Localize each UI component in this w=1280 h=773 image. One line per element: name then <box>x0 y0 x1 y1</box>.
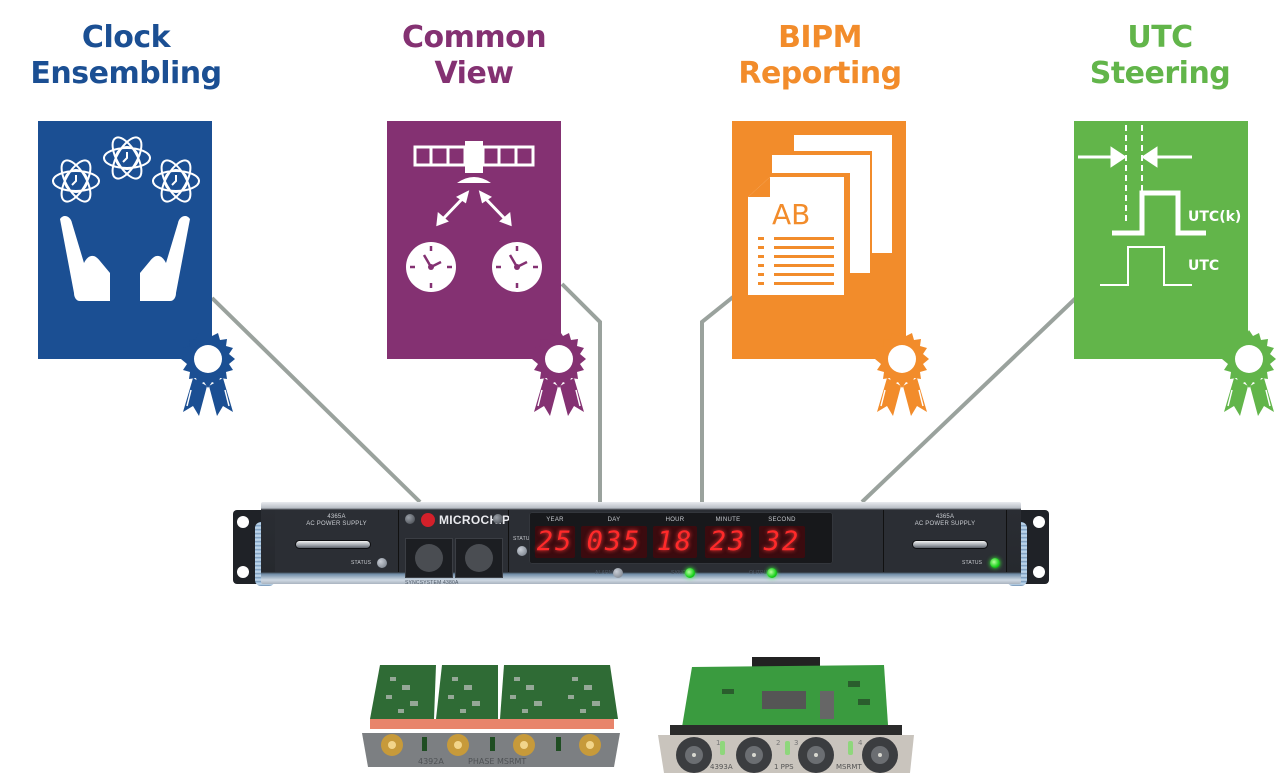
display-label: SECOND <box>768 517 796 523</box>
psu-label: AC POWER SUPPLY <box>306 521 367 527</box>
display-year: YEAR 25 <box>535 516 575 558</box>
psu-label: AC POWER SUPPLY <box>914 521 976 527</box>
card-label-2: MSRMT <box>836 763 862 771</box>
pulse-alignment-icon: UTC(k) UTC <box>1078 125 1241 286</box>
port-number: 1 <box>716 739 720 747</box>
title-bipm-reporting: BIPM Reporting <box>708 20 932 92</box>
card-label-1: 1 PPS <box>774 763 794 771</box>
alarm-label: ALARM <box>595 570 614 576</box>
award-ribbon-icon <box>875 330 929 416</box>
title-line-2: Reporting <box>738 56 902 91</box>
panel-bipm-reporting: AB <box>732 121 906 359</box>
display-value: 32 <box>759 526 805 558</box>
connector-bipm-reporting <box>700 295 735 502</box>
award-ribbon-icon <box>532 330 586 416</box>
title-line-2: View <box>434 56 514 91</box>
fan-module: MICROCHIP SYNCSYSTEM 4380A <box>399 510 510 586</box>
juggling-clocks-hands-icon <box>52 136 200 301</box>
panel-utc-steering: UTC(k) UTC <box>1074 121 1248 359</box>
psu-handle-left[interactable] <box>295 540 371 549</box>
display-value: 23 <box>705 526 751 558</box>
psu-status-led-right <box>990 558 1000 568</box>
title-line-2: Steering <box>1089 56 1231 91</box>
port-number: 2 <box>776 739 780 747</box>
display-label: MINUTE <box>715 517 741 523</box>
title-line-2: Ensembling <box>30 56 222 91</box>
card-model: 4393A <box>710 763 733 771</box>
display-second: SECOND 32 <box>759 516 805 558</box>
display-value: 25 <box>535 526 575 558</box>
signal-label-utck: UTC(k) <box>1188 209 1241 225</box>
psu-status-label: STATUS <box>351 560 372 566</box>
sync-led <box>685 568 695 578</box>
card-4393a-1pps-msrmt: 1 2 3 4 4393A 1 PPS MSRMT <box>652 655 922 773</box>
title-common-view: Common View <box>362 20 586 92</box>
sync-label: SYNC <box>671 570 686 576</box>
card-label: PHASE MSRMT <box>468 757 526 766</box>
award-ribbon-icon <box>1222 330 1276 416</box>
doc-text: AB <box>772 198 810 231</box>
display-value: 18 <box>653 526 697 558</box>
psu-model: 4365A <box>935 514 955 520</box>
display-minute: MINUTE 23 <box>705 516 751 558</box>
card-model: 4392A <box>418 757 444 766</box>
time-display: YEAR 25 DAY 035 HOUR 18 MINUTE 23 SECOND… <box>529 512 833 564</box>
port-number: 3 <box>794 739 798 747</box>
display-day: DAY 035 <box>581 516 647 558</box>
microchip-logo-icon <box>421 513 435 527</box>
alarm-led <box>613 568 623 578</box>
card-4392a-phase-msrmt: 4392A PHASE MSRMT <box>358 655 622 767</box>
brand-name: MICROCHIP <box>439 513 511 527</box>
title-line-1: Clock <box>81 20 171 55</box>
time-scale-rack-unit: 4365A AC POWER SUPPLY STATUS MICROCHIP S… <box>233 502 1049 586</box>
microchip-logo: MICROCHIP <box>421 513 510 527</box>
title-clock-ensembling: Clock Ensembling <box>14 20 238 92</box>
title-line-1: BIPM <box>778 20 862 55</box>
panel-common-view <box>387 121 561 359</box>
title-line-1: UTC <box>1127 20 1193 55</box>
satellite-clocks-icon <box>406 141 542 292</box>
title-utc-steering: UTC Steering <box>1048 20 1272 92</box>
phase-measurement-card-icon: 4392A PHASE MSRMT <box>362 665 620 767</box>
controller-status-led <box>517 546 527 556</box>
screw <box>493 514 503 524</box>
psu-handle-right[interactable] <box>912 540 988 549</box>
award-ribbon-icon <box>181 330 235 416</box>
fan-icon <box>455 538 503 578</box>
documents-report-icon: AB <box>744 135 892 299</box>
title-line-1: Common <box>401 20 547 55</box>
rack-chassis: 4365A AC POWER SUPPLY STATUS MICROCHIP S… <box>261 502 1021 586</box>
psu-model: 4365A <box>327 514 346 520</box>
psu-status-led-left <box>377 558 387 568</box>
screw <box>405 514 415 524</box>
power-supply-right: 4365A AC POWER SUPPLY STATUS <box>883 510 1007 572</box>
display-hour: HOUR 18 <box>653 516 697 558</box>
psu-status-label: STATUS <box>962 560 983 566</box>
display-label: HOUR <box>665 517 685 523</box>
fan-module-label: SYNCSYSTEM 4380A <box>405 580 459 586</box>
port-number: 4 <box>858 739 863 747</box>
panel-clock-ensembling <box>38 121 212 359</box>
display-value: 035 <box>581 526 647 558</box>
pps-measurement-card-icon: 1 2 3 4 4393A 1 PPS MSRMT <box>658 657 914 773</box>
display-label: DAY <box>607 517 621 523</box>
fan-icon <box>405 538 453 578</box>
controller-status-label: STATUS <box>513 536 534 542</box>
outputs-label: OUTPUTS <box>749 570 775 576</box>
outputs-led <box>767 568 777 578</box>
display-label: YEAR <box>546 517 564 523</box>
power-supply-left: 4365A AC POWER SUPPLY STATUS <box>275 510 399 572</box>
signal-label-utc: UTC <box>1188 258 1219 274</box>
